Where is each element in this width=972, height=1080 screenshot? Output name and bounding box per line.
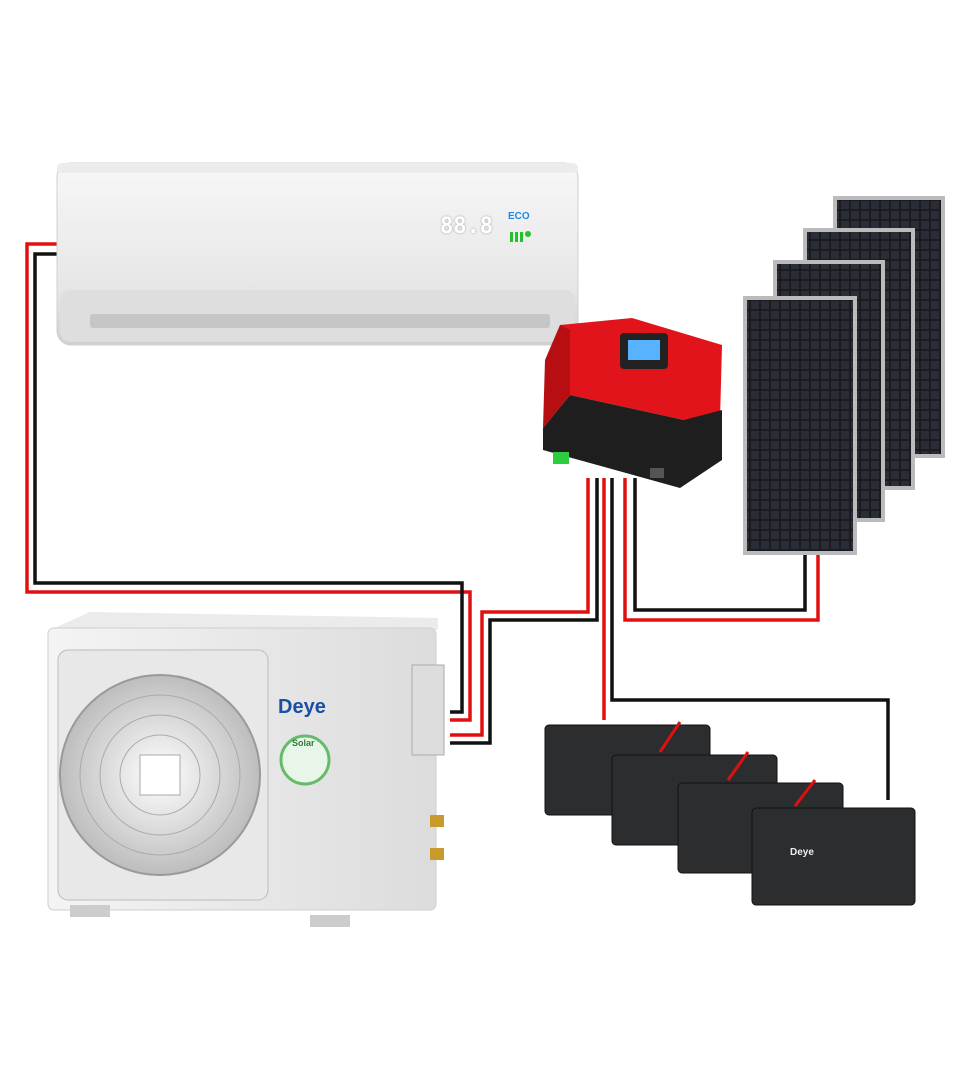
wire-positive-indoor: [25, 242, 472, 722]
wiring: [25, 242, 890, 800]
temperature-display: 88.8: [440, 214, 493, 239]
wire-negative-panel: [633, 478, 807, 612]
battery-brand-logo: Deye: [790, 847, 814, 858]
indoor-unit: [56, 162, 579, 346]
solar-panels: [743, 196, 945, 555]
outdoor-brand-logo: Deye: [278, 696, 326, 718]
solar-panel: [743, 296, 857, 555]
wire-negative-outdoor-controller: [450, 478, 599, 745]
battery: [751, 807, 916, 906]
wire-negative-battery: [610, 478, 890, 800]
solar-indicator-icon: [510, 231, 531, 242]
solar-badge: [279, 734, 331, 786]
outdoor-unit: [47, 612, 445, 927]
batteries: [544, 721, 916, 906]
wire-positive-panel: [623, 478, 820, 622]
solar-badge-label: Solar: [292, 738, 315, 748]
solar-charge-controller: [543, 318, 722, 488]
eco-indicator: ECO: [508, 211, 530, 222]
wire-negative-indoor: [33, 252, 464, 714]
wire-positive-outdoor-controller: [450, 478, 590, 737]
